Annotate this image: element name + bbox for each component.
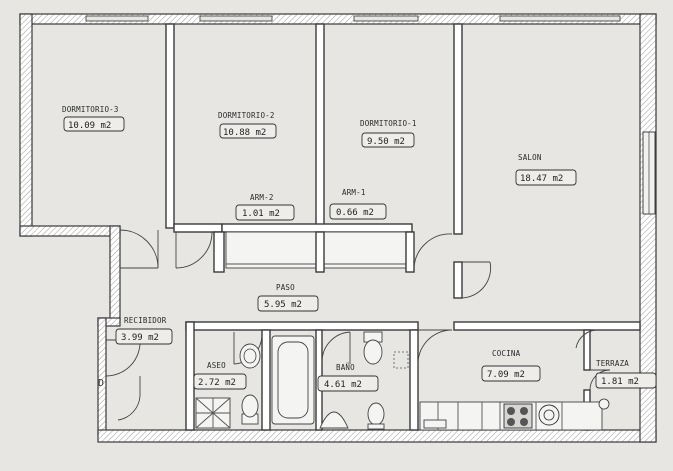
room-name-bano: BAÑO xyxy=(336,363,355,372)
washing-machine xyxy=(538,404,560,426)
room-area-terraza: 1.81 m2 xyxy=(601,377,639,387)
room-name-arm2: ARM-2 xyxy=(250,193,274,202)
exterior-walls xyxy=(19,13,657,443)
entrance-mark: D xyxy=(98,378,104,389)
room-name-dorm3: DORMITORIO-3 xyxy=(62,105,119,114)
room-paso: PASO 5.95 m2 xyxy=(257,283,319,312)
bano-bidet xyxy=(367,402,385,430)
room-name-arm1: ARM-1 xyxy=(342,188,366,197)
room-area-paso: 5.95 m2 xyxy=(264,300,302,310)
terraza-fixture xyxy=(598,398,610,410)
room-area-aseo: 2.72 m2 xyxy=(198,378,236,388)
room-area-dorm1: 9.50 m2 xyxy=(367,137,405,147)
room-dorm2: DORMITORIO-2 10.88 m2 xyxy=(218,111,277,139)
room-salon: SALON 18.47 m2 xyxy=(515,153,577,186)
room-area-arm1: 0.66 m2 xyxy=(336,208,374,218)
aseo-sink xyxy=(239,343,261,369)
room-area-arm2: 1.01 m2 xyxy=(242,209,280,219)
room-area-dorm2: 10.88 m2 xyxy=(223,128,266,138)
interior-walls xyxy=(165,23,641,431)
room-name-paso: PASO xyxy=(276,283,295,292)
room-name-cocina: COCINA xyxy=(492,349,521,358)
room-aseo: ASEO 2.72 m2 xyxy=(193,361,247,390)
room-name-terraza: TERRAZA xyxy=(596,359,629,368)
shower-tray xyxy=(195,397,231,429)
room-dorm3: DORMITORIO-3 10.09 m2 xyxy=(62,105,125,132)
bathtub xyxy=(271,335,315,425)
room-name-aseo: ASEO xyxy=(207,361,226,370)
room-area-dorm3: 10.09 m2 xyxy=(68,121,111,131)
room-cocina: COCINA 7.09 m2 xyxy=(481,349,541,382)
room-area-salon: 18.47 m2 xyxy=(520,174,563,184)
room-recibidor: RECIBIDOR 3.99 m2 xyxy=(115,316,173,345)
room-area-recibidor: 3.99 m2 xyxy=(121,333,159,343)
bano-sink xyxy=(319,411,349,429)
room-name-salon: SALON xyxy=(518,153,542,162)
room-terraza: TERRAZA 1.81 m2 xyxy=(595,359,657,389)
room-area-cocina: 7.09 m2 xyxy=(487,370,525,380)
bano-toilet-top xyxy=(363,331,383,365)
room-name-recibidor: RECIBIDOR xyxy=(124,316,167,325)
room-bano: BAÑO 4.61 m2 xyxy=(317,363,379,392)
doors xyxy=(105,229,611,421)
room-arm1: ARM-1 0.66 m2 xyxy=(329,188,387,220)
room-name-dorm2: DORMITORIO-2 xyxy=(218,111,275,120)
room-dorm1: DORMITORIO-1 9.50 m2 xyxy=(360,119,417,148)
aseo-toilet xyxy=(241,394,259,425)
room-arm2: ARM-2 1.01 m2 xyxy=(235,193,295,221)
room-name-dorm1: DORMITORIO-1 xyxy=(360,119,417,128)
room-area-bano: 4.61 m2 xyxy=(324,380,362,390)
bano-vent xyxy=(393,351,409,369)
stove xyxy=(503,403,533,429)
